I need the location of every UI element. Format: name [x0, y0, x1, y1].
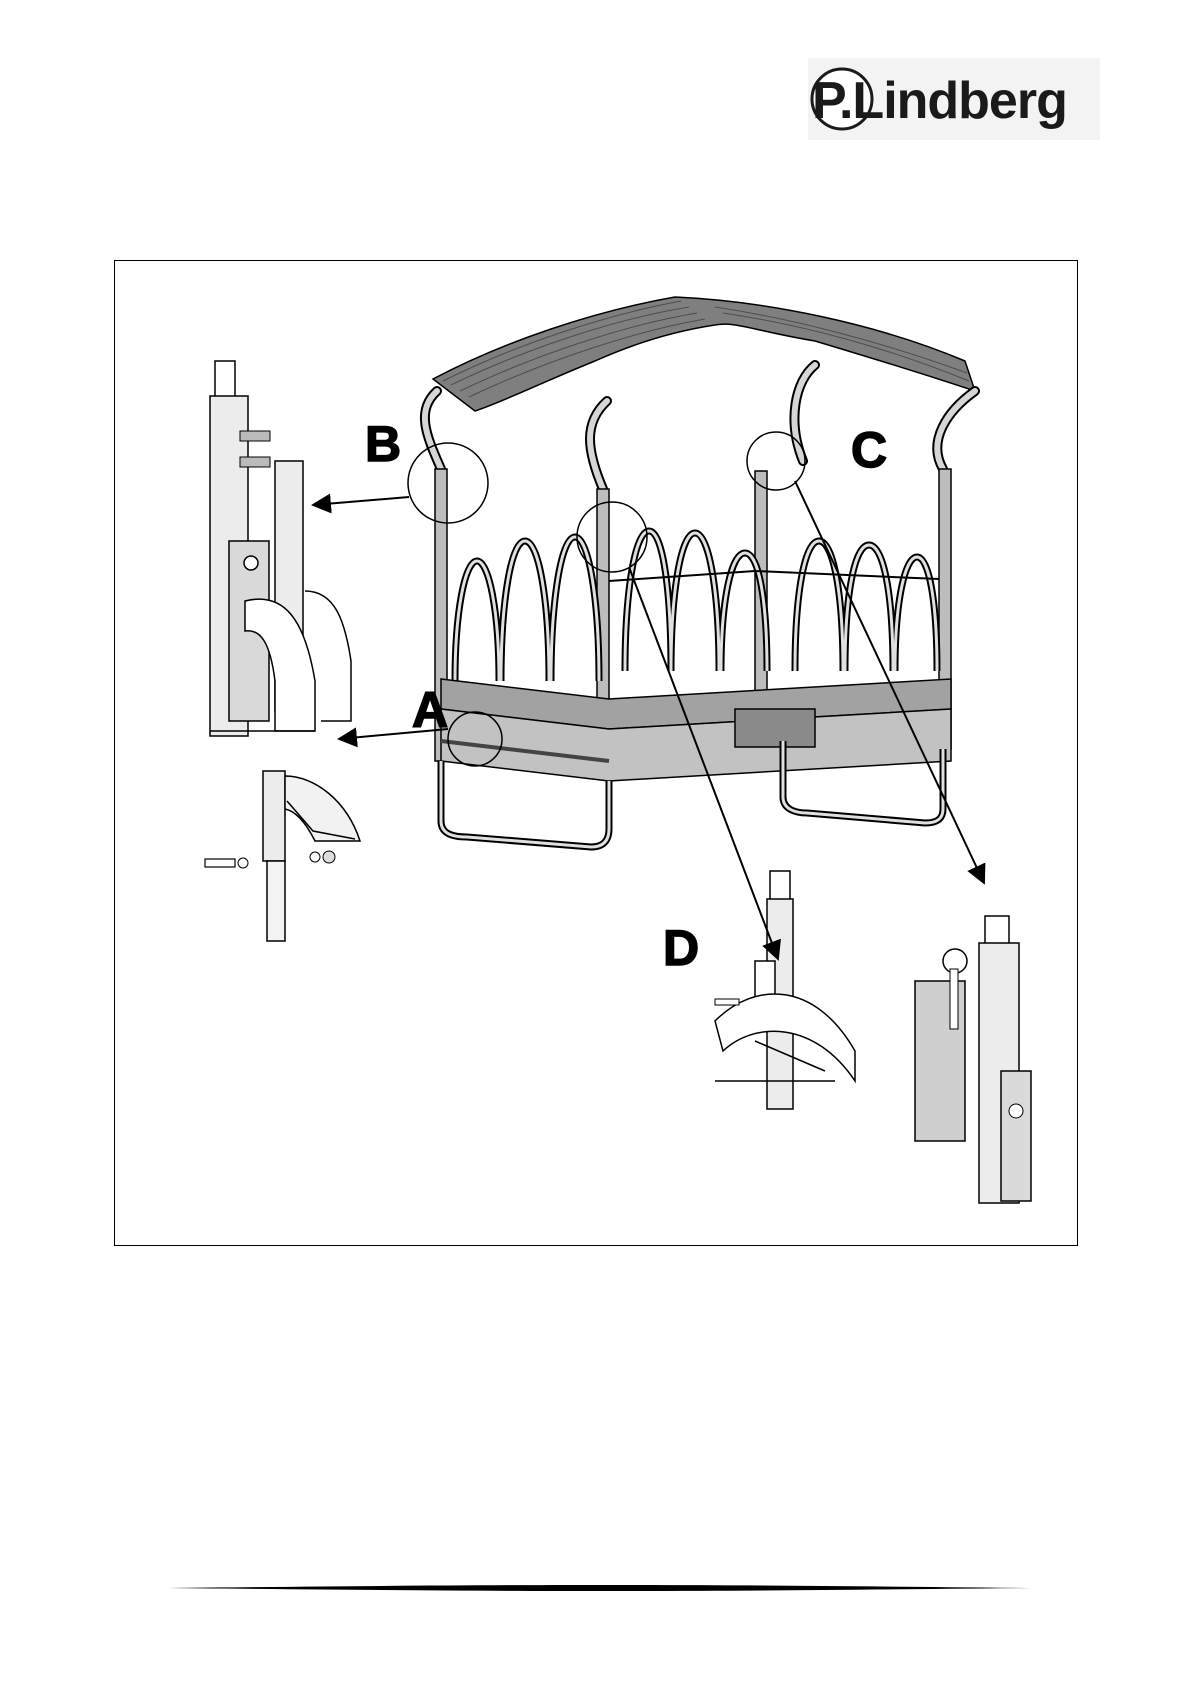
callout-c: C — [851, 422, 887, 478]
trough-plate — [735, 709, 815, 747]
callout-b: B — [365, 416, 401, 472]
brand-logo: P.Lindberg — [808, 58, 1100, 140]
logo-text: P.Lindberg — [812, 72, 1067, 130]
callout-d: D — [663, 920, 699, 976]
detail-circle-d — [577, 502, 647, 572]
detail-view-c — [915, 916, 1031, 1203]
callout-a: A — [412, 682, 448, 738]
feeding-hoops — [455, 531, 937, 681]
hay-feeder-main — [408, 297, 975, 847]
detail-circle-c — [747, 432, 805, 490]
roof-sheet — [433, 297, 975, 411]
footer-rule — [168, 1585, 1032, 1591]
feeder-illustration: A B C D — [115, 261, 1079, 1247]
assembly-figure: A B C D — [114, 260, 1078, 1246]
detail-circle-b — [408, 443, 488, 523]
detail-view-b — [210, 361, 351, 736]
detail-view-a — [205, 771, 360, 941]
detail-view-d — [715, 871, 855, 1109]
